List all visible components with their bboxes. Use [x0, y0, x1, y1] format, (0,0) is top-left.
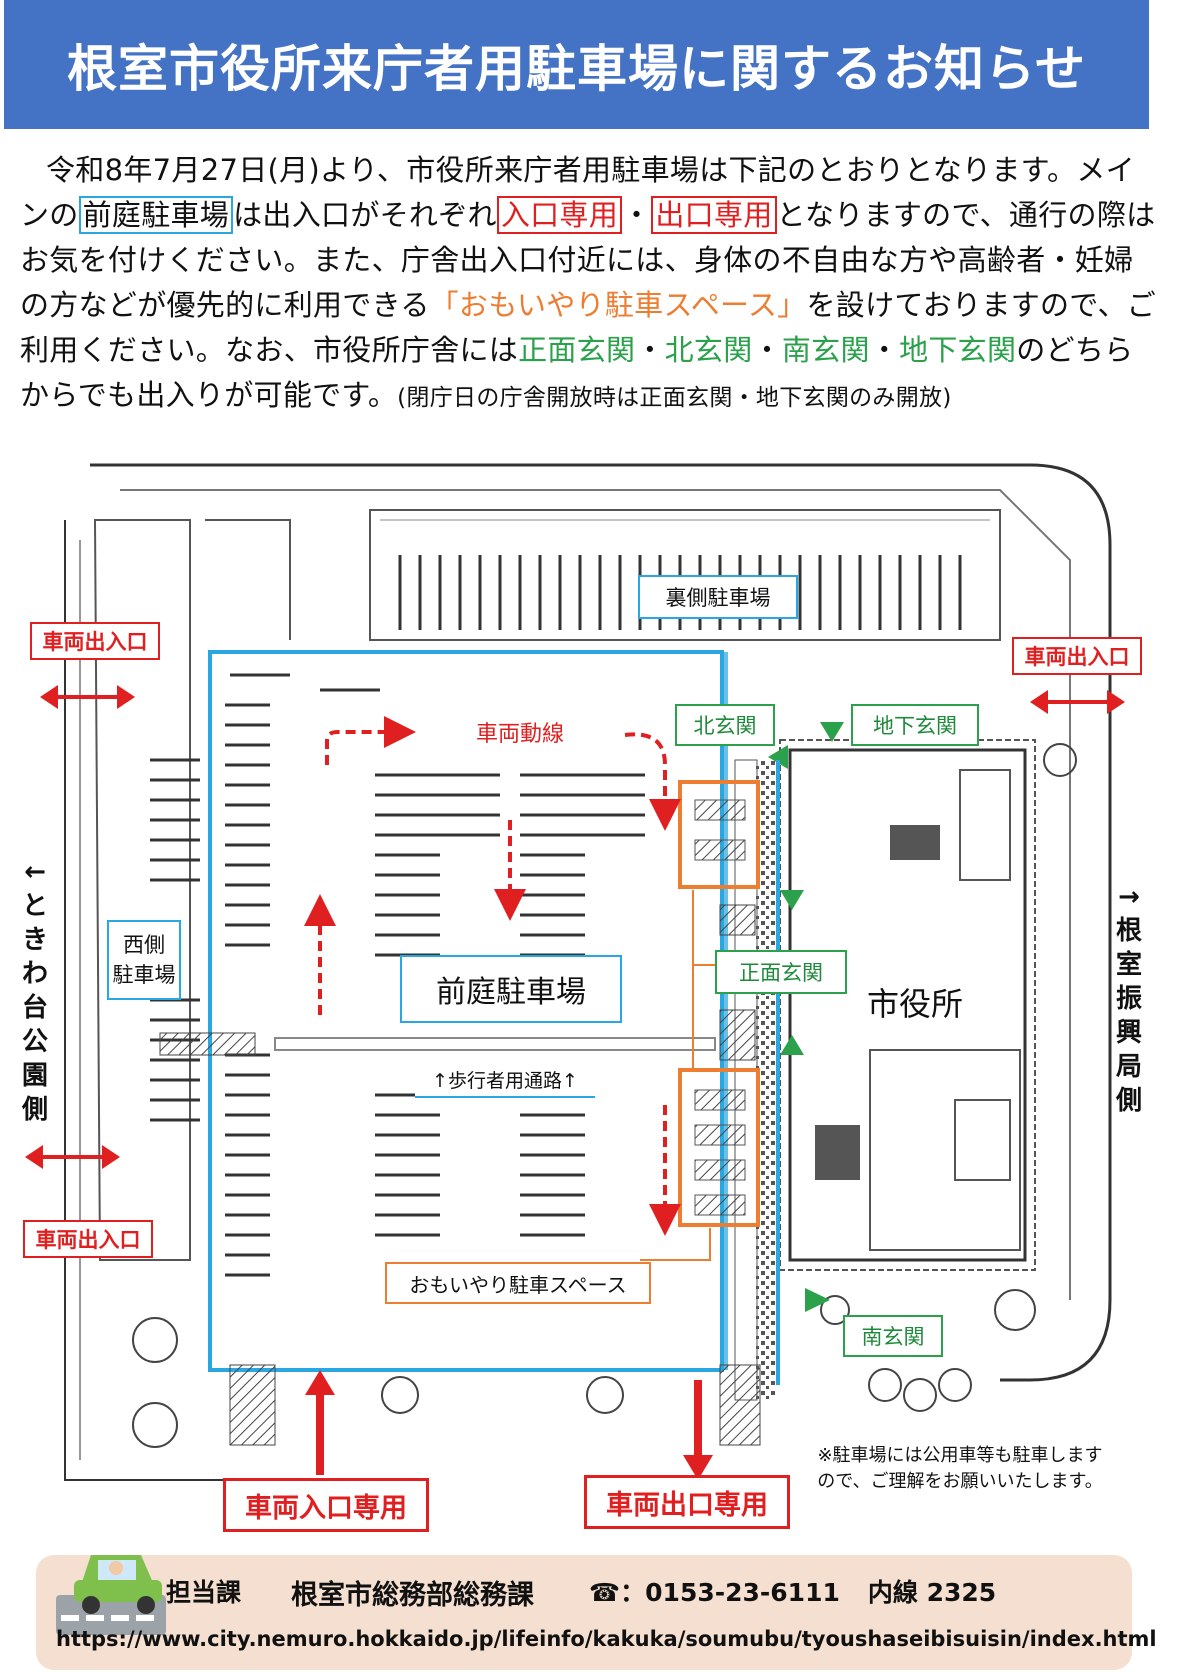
dept-url[interactable]: https://www.city.nemuro.hokkaido.jp/life…	[56, 1627, 1157, 1651]
intro-dot: ・	[752, 333, 782, 367]
intro-part-4: を設けておりますので、ご利用ください。なお、市役所庁舎には	[20, 288, 1157, 367]
basement-entrance-label: 地下玄関	[851, 704, 979, 746]
city-hall-building	[788, 748, 1027, 1262]
gate-arrows	[25, 685, 1125, 1169]
intro-closed-day-note: (閉庁日の庁舎開放時は正面玄関・地下玄関のみ開放)	[397, 385, 952, 411]
phone-number: ☎：0153-23-6111	[589, 1578, 840, 1607]
exit-only-highlight: 出口専用	[651, 196, 777, 234]
dept-name: 根室市総務部総務課	[291, 1580, 535, 1611]
front-lot-label: 前庭駐車場	[400, 955, 622, 1023]
car-icon	[56, 1555, 166, 1635]
left-side-label: ←ときわ台公園側	[21, 857, 48, 1125]
sidewalk	[755, 760, 775, 1400]
front-entrance-label: 正面玄関	[715, 950, 847, 994]
west-lot-stalls	[150, 758, 200, 1122]
right-side-label: →根室振興局側	[1115, 882, 1142, 1116]
parking-map	[25, 463, 1125, 1481]
parking-note: ※駐車場には公用車等も駐車しますので、ご理解をお願いいたします。	[817, 1445, 1103, 1492]
walkway-strip	[274, 1037, 716, 1051]
contact-footer: 担当課 根室市総務部総務課 ☎：0153-23-6111 内線 2325 htt…	[36, 1555, 1157, 1670]
meeting-table-bottom	[815, 1125, 860, 1180]
intro-part-3: となりますので、通行の際はお気を付けください。また、庁舎出入口付近には、身体の不…	[20, 198, 1156, 322]
entry-exit-arrows	[305, 1370, 713, 1480]
entry-only-highlight: 入口専用	[496, 196, 623, 234]
meeting-table-top	[890, 825, 940, 860]
trees	[132, 743, 1077, 1448]
back-lot-label: 裏側駐車場	[638, 575, 798, 619]
north-entrance-label: 北玄関	[675, 704, 775, 746]
entry-only-label: 車両入口専用	[223, 1478, 429, 1532]
front-lot-stalls	[225, 673, 645, 1277]
front-lot-highlight: 前庭駐車場	[78, 196, 234, 234]
omoiyari-area-top	[678, 780, 760, 889]
extension-number: 内線 2325	[867, 1578, 997, 1607]
intro-dot: ・	[635, 333, 665, 367]
contact-row: 担当課 根室市総務部総務課 ☎：0153-23-6111 内線 2325	[166, 1573, 996, 1612]
exit-only-label: 車両出口専用	[584, 1475, 790, 1529]
vehicle-gate-label-sw: 車両出入口	[23, 1220, 153, 1258]
dept-label: 担当課	[166, 1578, 242, 1607]
vehicle-gate-label-ne: 車両出入口	[1012, 637, 1142, 675]
intro-dot: ・	[622, 198, 652, 232]
west-lot-label: 西側 駐車場	[107, 920, 181, 1000]
omoiyari-highlight: 「おもいやり駐車スペース」	[429, 288, 807, 322]
west-lot-text: 西側 駐車場	[112, 933, 176, 987]
city-hall-label: 市役所	[866, 985, 963, 1023]
intro-dot: ・	[869, 333, 900, 367]
front-entrance-text: 正面玄関	[518, 333, 636, 367]
entrance-markers	[768, 722, 844, 1312]
intro-part-5: のどちらからでも出入りが可能です。	[20, 333, 1134, 412]
intro-text: 令和8年7月27日(月)より、市役所来庁者用駐車場は下記のとおりとなります。メイ…	[20, 148, 1160, 421]
site-boundary	[90, 463, 1112, 1382]
omoiyari-space-label: おもいやり駐車スペース	[385, 1262, 651, 1304]
intro-part-1: 令和8年7月27日(月)より、市役所来庁者用駐車場は下記のとおりとなります。メイ…	[20, 153, 1135, 232]
walkway-label: ↑歩行者用通路↑	[415, 1062, 595, 1098]
north-entrance-text: 北玄関	[664, 333, 753, 367]
vehicle-gate-label-nw: 車両出入口	[30, 622, 160, 660]
south-entrance-text: 南玄関	[781, 333, 870, 367]
intro-part-2: は出入口がそれぞれ	[233, 198, 497, 232]
basement-entrance-text: 地下玄関	[899, 333, 1017, 367]
page-title: 根室市役所来庁者用駐車場に関するお知らせ	[4, 0, 1149, 129]
traffic-flow-label: 車両動線	[475, 722, 564, 747]
south-entrance-label: 南玄関	[843, 1315, 943, 1357]
omoiyari-area-bottom	[678, 1068, 760, 1227]
